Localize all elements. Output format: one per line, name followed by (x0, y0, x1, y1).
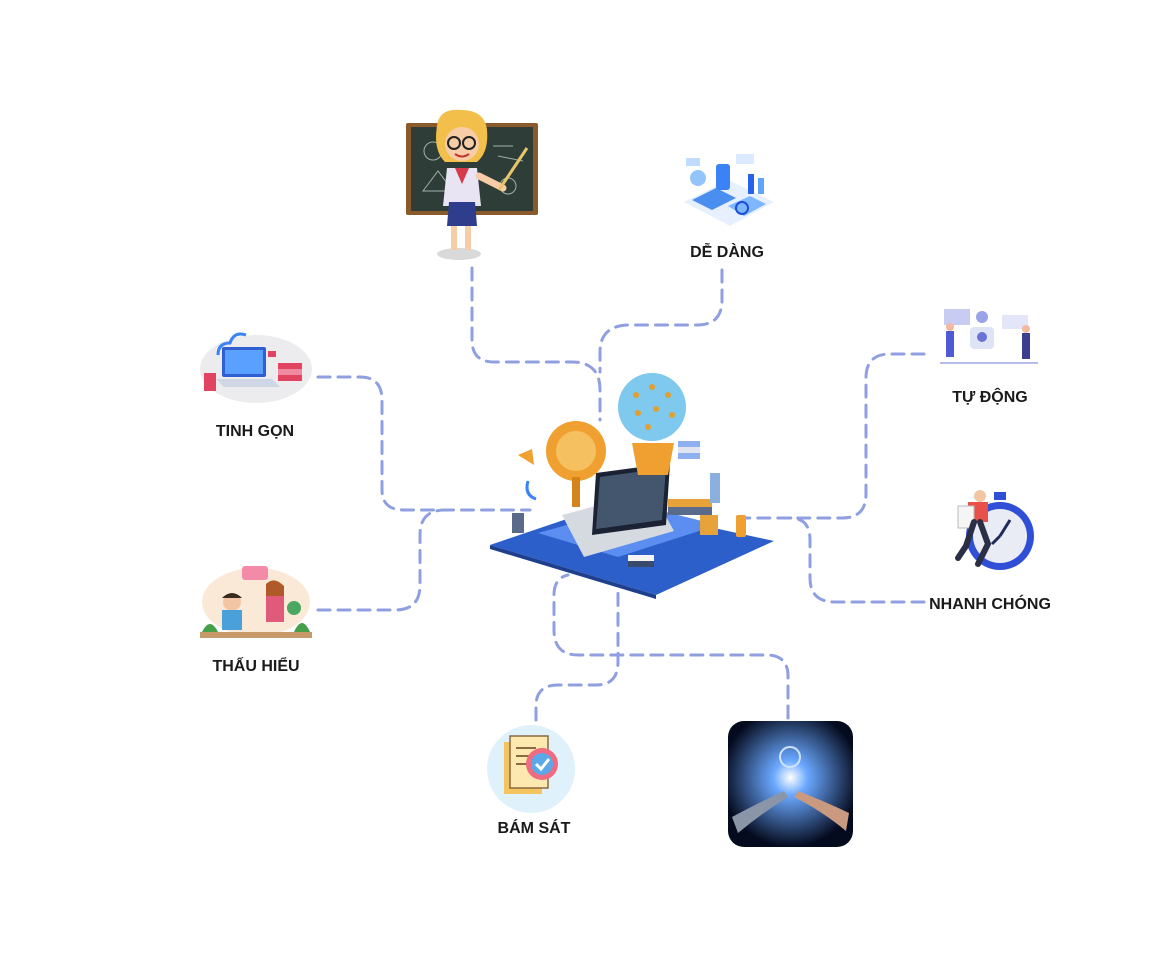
node-nhanh-chong[interactable]: NHANH CHÓNG (928, 486, 1052, 622)
node-thau-hieu[interactable]: THẤU HIỂU (198, 562, 316, 684)
label-bam-sat: BÁM SÁT (497, 820, 571, 837)
stopwatch-runner-icon (955, 490, 1034, 570)
node-de-dang[interactable]: DỄ DÀNG (676, 150, 780, 270)
node-tu-dong[interactable]: TỰ ĐỘNG (930, 305, 1050, 415)
data-dashboard-icon (684, 154, 774, 226)
automation-robot-icon (940, 309, 1038, 364)
label-nhanh-chong: NHANH CHÓNG (929, 596, 1051, 613)
center-workspace[interactable] (488, 365, 778, 600)
connector-tu-dong (743, 352, 926, 520)
connector-bam-sat (534, 588, 620, 722)
node-tinh-gon[interactable]: TINH GỌN (196, 325, 316, 445)
ai-robot-hand-icon (728, 721, 853, 847)
tutoring-icon (200, 566, 312, 638)
connector-nhanh-chong (788, 516, 926, 604)
teacher-blackboard-icon (406, 109, 538, 260)
label-de-dang: DỄ DÀNG (690, 244, 764, 261)
connector-de-dang (598, 268, 724, 374)
node-ai[interactable] (728, 721, 853, 847)
connector-thau-hieu (316, 508, 447, 612)
cloud-laptop-icon (200, 332, 312, 403)
connector-ai (552, 573, 790, 720)
connector-tinh-gon (316, 375, 532, 512)
laptop-workspace-icon (490, 373, 774, 599)
node-teacher[interactable] (403, 106, 543, 266)
label-thau-hieu: THẤU HIỂU (212, 658, 300, 675)
label-tu-dong: TỰ ĐỘNG (952, 389, 1028, 406)
checklist-document-icon (487, 725, 575, 813)
node-bam-sat[interactable]: BÁM SÁT (484, 722, 588, 846)
label-tinh-gon: TINH GỌN (215, 423, 295, 440)
connector-teacher (470, 266, 602, 422)
